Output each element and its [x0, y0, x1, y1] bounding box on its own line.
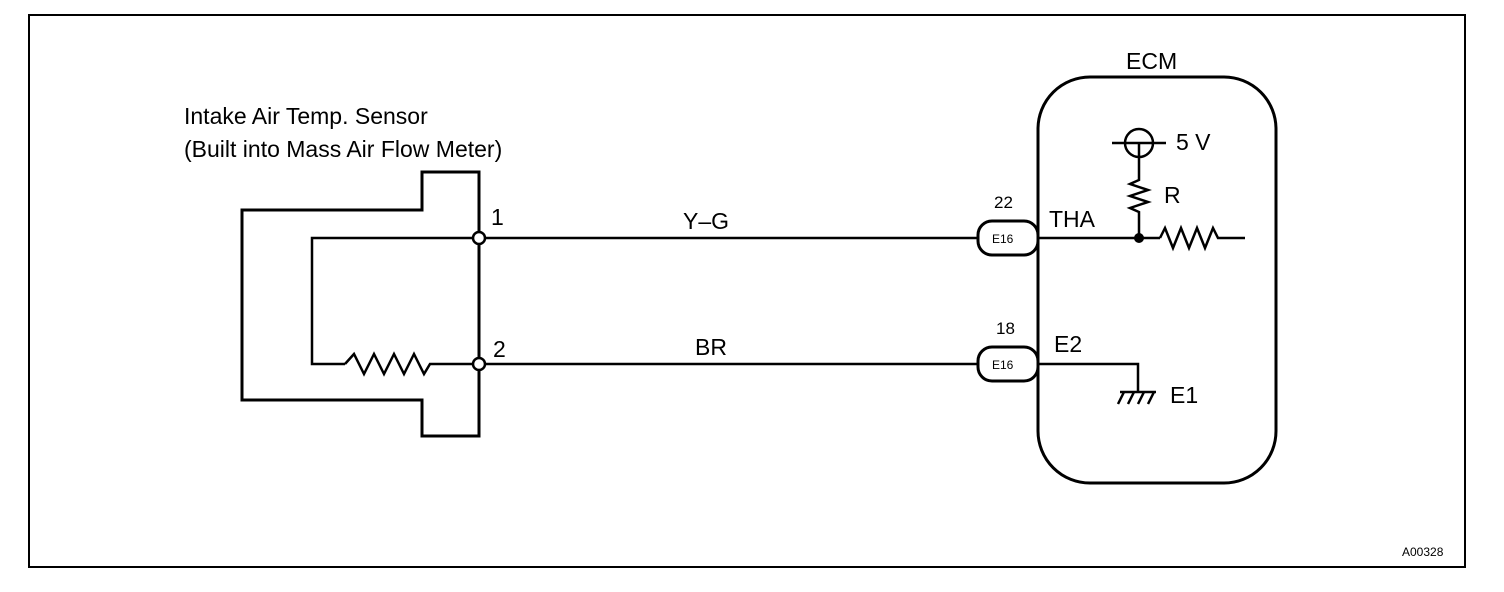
connector-1-pin-number: 22: [994, 193, 1013, 212]
voltage-label: 5 V: [1176, 129, 1211, 155]
sensor-internal-wire: [310, 236, 479, 366]
ecm-box: [1036, 75, 1278, 485]
wire-1-color-label: Y–G: [683, 208, 729, 234]
connector-2-name: E16: [992, 358, 1014, 372]
sensor-terminal-2: [471, 356, 487, 372]
ground-icon: [1116, 391, 1156, 405]
pullup-resistor-r: [1126, 158, 1152, 238]
thermistor-symbol: [344, 351, 479, 377]
wire-2-color-label: BR: [695, 334, 727, 360]
sensor-title-line2: (Built into Mass Air Flow Meter): [184, 136, 502, 162]
ecm-ground-line: [1038, 362, 1140, 392]
connector-2-pin-number: 18: [996, 319, 1015, 338]
resistor-label: R: [1164, 182, 1181, 208]
ground-terminal-label: E2: [1054, 331, 1082, 357]
connector-1-name: E16: [992, 232, 1014, 246]
ground-label: E1: [1170, 382, 1198, 408]
sensor-title-line1: Intake Air Temp. Sensor: [184, 103, 428, 129]
sensor-pin-1-label: 1: [491, 204, 504, 230]
signal-terminal-label: THA: [1049, 206, 1096, 232]
ecm-internal-resistor: [1158, 224, 1245, 252]
sensor-pin-2-label: 2: [493, 336, 506, 362]
ecm-title: ECM: [1126, 48, 1177, 74]
sensor-terminal-1: [471, 230, 487, 246]
figure-code: A00328: [1402, 545, 1444, 559]
diagram-frame: [28, 14, 1466, 568]
sensor-housing: [240, 170, 481, 438]
